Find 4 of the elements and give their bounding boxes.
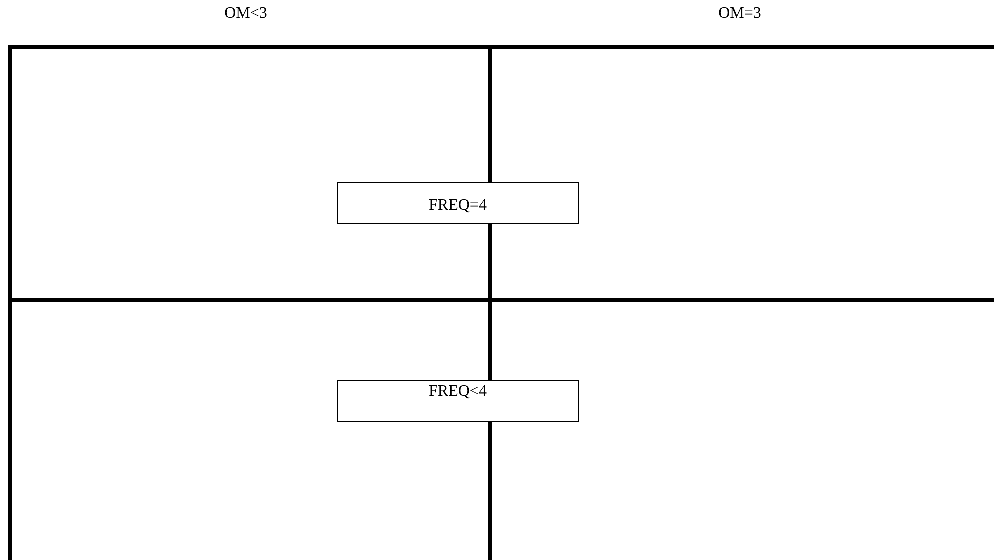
column-header: OM<3	[224, 5, 268, 23]
condition-box: FREQ<4	[337, 380, 579, 422]
condition-box: FREQ=4	[337, 182, 579, 224]
column-header: OM=3	[718, 5, 762, 23]
